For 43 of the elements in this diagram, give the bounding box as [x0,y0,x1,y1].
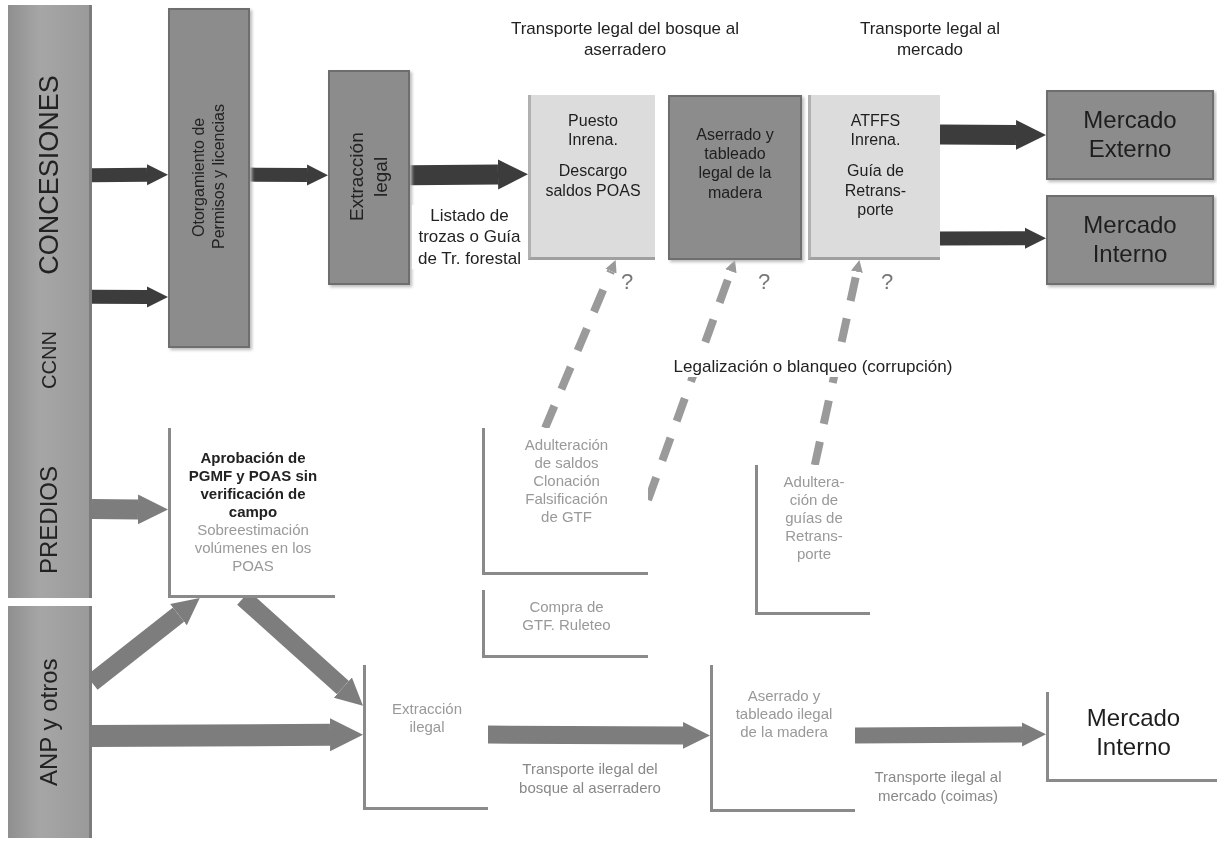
box-label: Guía de Retrans- porte [843,161,908,219]
arrow [939,119,1046,150]
process-box [668,95,802,260]
box-label: Sobreestimación volúmenes en los POAS [193,520,313,575]
box-label: Descargo saldos POAS [544,161,642,200]
box-label: Mercado Interno [1082,211,1178,269]
process-label: Otorgamiento de Permisos y licencias [189,103,228,252]
category-band [8,5,92,598]
box-label: Extracción ilegal [391,700,463,736]
category-label: CCNN [37,331,60,389]
arrow [854,722,1046,747]
arrow [91,718,363,752]
process-label: Extracción legal [345,131,392,224]
box-label: Compra de GTF. Ruleteo [521,598,612,634]
box-label: Aprobación de PGMF y POAS sin verificación de campo [187,448,319,521]
box-label: Puesto Inrena. [567,111,619,150]
arrow [91,286,168,308]
box-label: Adultera- ción de guías de Retrans- porte [782,473,846,563]
arrow [91,494,168,525]
box-label: ATFFS Inrena. [849,111,902,150]
box-label: Adulteración de saldos Clonación Falsificación de GTF [523,436,610,526]
market-box [1046,692,1217,782]
box-label: Mercado Externo [1082,106,1178,164]
arrow [409,159,528,190]
arrow [939,227,1046,249]
dashed-arrow [810,259,863,466]
category-label: ANP y otros [33,657,63,788]
box-label: Mercado Interno [1085,704,1182,762]
box-label: Aserrado y tableado ilegal de la madera [734,687,834,741]
control-box [808,95,940,260]
dashed-arrow [541,260,617,430]
category-band [8,606,92,838]
arrow [487,721,710,749]
arrow [91,164,168,186]
category-label: PREDIOS [34,466,63,574]
process-box [168,8,250,348]
box-label: Aserrado y tableado legal de la madera [695,125,775,202]
category-label: CONCESIONES [33,75,64,275]
process-box [328,70,410,285]
control-box [528,95,655,260]
arrow [249,164,328,186]
market-box [1046,195,1214,285]
market-box [1046,90,1214,180]
